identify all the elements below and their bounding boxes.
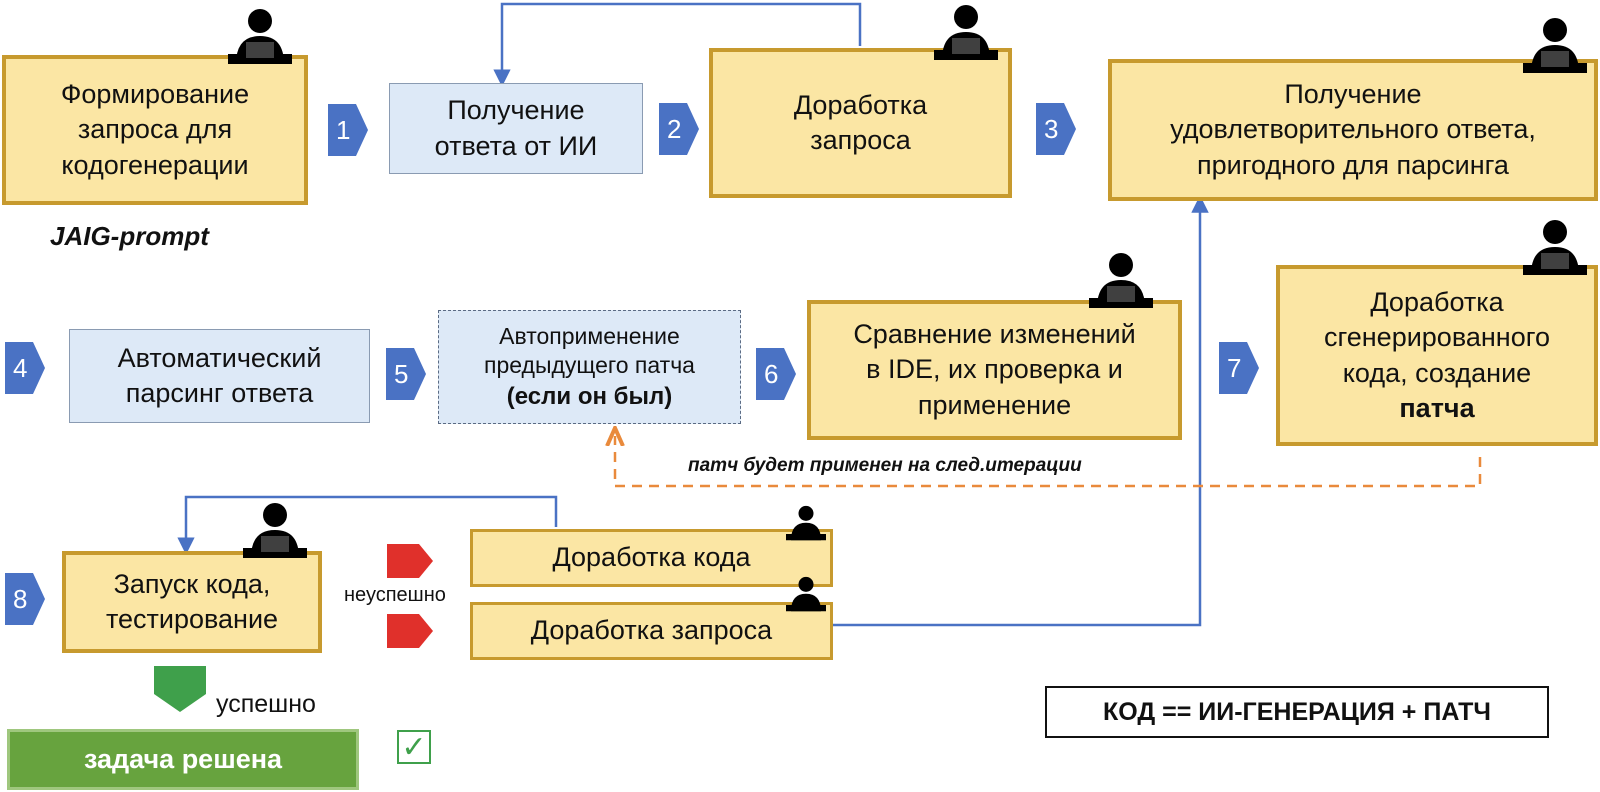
checkbox-check-icon: ✓	[397, 730, 431, 764]
step-run-test-box: Запуск кода, тестирование	[62, 551, 322, 653]
person-at-laptop-icon	[1523, 18, 1587, 73]
step-refine-code-box: Доработка кода	[470, 529, 833, 587]
green-pentagon-icon	[154, 666, 206, 712]
task-solved-box: задача решена	[7, 729, 359, 790]
refine-code-patch-word: патча	[1399, 392, 1475, 423]
person-at-laptop-icon	[1523, 220, 1587, 275]
jaig-prompt-label: JAIG-prompt	[50, 221, 209, 251]
red-flag-icon	[387, 614, 433, 648]
patch-next-iteration-label: патч будет применен на след.итерации	[688, 455, 1082, 476]
success-label: успешно	[216, 690, 316, 718]
person-at-laptop-icon	[228, 9, 292, 64]
step-form-request-box: Формирование запроса для кодогенерации	[2, 55, 308, 205]
step-get-ai-answer-box: Получение ответа от ИИ	[389, 83, 643, 174]
formula-box: КОД == ИИ-ГЕНЕРАЦИЯ + ПАТЧ	[1045, 686, 1549, 738]
person-at-laptop-icon	[786, 505, 826, 541]
retry-request-connector	[832, 195, 1209, 627]
auto-apply-line1: Автоприменение	[499, 322, 680, 349]
person-at-laptop-icon	[1089, 253, 1153, 308]
step-refine-request-retry-box: Доработка запроса	[470, 602, 833, 660]
auto-apply-condition: (если он был)	[506, 383, 673, 411]
person-at-laptop-icon	[786, 576, 826, 612]
fail-label: неуспешно	[344, 584, 446, 606]
step-refine-request-box: Доработка запроса	[709, 48, 1012, 198]
loop-back-connector-code	[177, 495, 558, 555]
refine-code-text: Доработка сгенерированного кода, создани…	[1324, 287, 1550, 388]
person-at-laptop-icon	[934, 5, 998, 60]
step-auto-apply-patch-box: Автоприменение предыдущего патча (если о…	[438, 310, 741, 424]
step-number-3: 3	[1036, 103, 1076, 155]
step-auto-parse-box: Автоматический парсинг ответа	[69, 329, 370, 423]
step-compare-changes-box: Сравнение изменений в IDE, их проверка и…	[807, 300, 1182, 440]
red-flag-icon	[387, 544, 433, 578]
auto-apply-line2: предыдущего патча	[484, 352, 695, 379]
patch-next-iteration-connector	[615, 436, 1482, 488]
step-satisfactory-answer-box: Получение удовлетворительного ответа, пр…	[1108, 59, 1598, 201]
step-refine-generated-code-box: Доработка сгенерированного кода, создани…	[1276, 265, 1598, 446]
loop-back-connector-top	[493, 2, 862, 87]
person-at-laptop-icon	[243, 503, 307, 558]
